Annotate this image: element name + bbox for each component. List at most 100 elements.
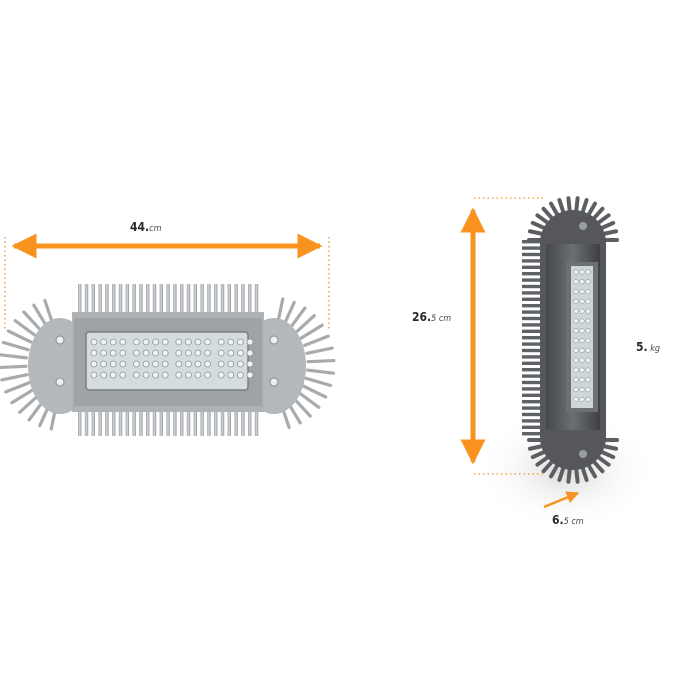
led xyxy=(152,371,160,379)
led xyxy=(227,371,235,379)
led xyxy=(236,338,244,346)
led xyxy=(194,371,202,379)
led xyxy=(585,318,591,324)
fin xyxy=(10,388,35,405)
led xyxy=(573,328,579,334)
led xyxy=(132,349,140,357)
fin xyxy=(91,410,95,436)
fin xyxy=(166,410,170,436)
fin xyxy=(146,284,150,314)
fin xyxy=(241,410,245,436)
led xyxy=(573,318,579,324)
fin xyxy=(0,364,28,370)
fin xyxy=(301,384,328,399)
led xyxy=(100,338,107,346)
led xyxy=(579,367,585,373)
fin xyxy=(105,284,109,314)
led xyxy=(579,298,585,304)
fin xyxy=(254,410,259,436)
fin xyxy=(522,355,546,359)
led xyxy=(573,396,579,402)
fin xyxy=(522,368,546,372)
fin xyxy=(13,319,37,337)
led xyxy=(585,387,591,393)
fin xyxy=(522,425,546,429)
fin xyxy=(276,297,285,323)
led xyxy=(573,377,579,383)
led xyxy=(204,338,212,346)
led xyxy=(109,371,117,379)
side-view-fixture xyxy=(460,196,656,530)
fin xyxy=(200,284,204,314)
fin xyxy=(522,284,546,289)
led xyxy=(184,349,192,357)
led xyxy=(100,360,107,368)
fin xyxy=(207,410,211,436)
fin xyxy=(522,400,546,404)
fin xyxy=(84,284,89,314)
fin xyxy=(303,334,330,348)
led xyxy=(573,367,579,373)
led xyxy=(246,371,254,379)
fin xyxy=(98,410,102,436)
fin xyxy=(180,410,184,436)
fin xyxy=(4,380,31,394)
fin xyxy=(186,410,191,436)
led xyxy=(585,298,591,304)
led xyxy=(585,367,591,373)
fin xyxy=(522,374,546,378)
led xyxy=(579,338,585,344)
fin xyxy=(78,284,82,314)
led xyxy=(119,349,127,357)
fin xyxy=(132,410,136,436)
fin xyxy=(522,412,546,417)
led xyxy=(132,360,140,368)
led xyxy=(217,371,225,379)
fin xyxy=(98,284,102,314)
led xyxy=(585,308,591,314)
fin xyxy=(173,284,177,314)
led xyxy=(90,371,98,379)
led xyxy=(573,357,579,363)
led xyxy=(579,328,585,334)
front-view-fixture xyxy=(0,233,336,436)
led xyxy=(175,349,183,357)
fin xyxy=(522,361,546,365)
led xyxy=(161,360,169,368)
fin xyxy=(180,284,184,314)
led xyxy=(175,371,183,379)
fin xyxy=(159,410,163,436)
fin xyxy=(522,272,546,276)
fin xyxy=(522,304,546,308)
fin xyxy=(220,284,225,314)
led xyxy=(585,357,591,363)
fin xyxy=(220,410,225,436)
led xyxy=(573,298,579,304)
fin xyxy=(522,393,546,397)
side-led-array xyxy=(573,269,591,402)
led xyxy=(204,371,212,379)
led xyxy=(585,328,591,334)
fin xyxy=(299,323,324,340)
fin xyxy=(254,284,259,314)
fin xyxy=(522,342,546,346)
fin xyxy=(306,368,335,375)
fin xyxy=(522,387,546,391)
fin xyxy=(132,284,136,314)
led xyxy=(579,308,585,314)
led xyxy=(585,396,591,402)
led xyxy=(217,338,225,346)
fin xyxy=(146,410,150,436)
fin xyxy=(139,284,143,314)
fin xyxy=(522,419,546,423)
led xyxy=(579,279,585,285)
led xyxy=(175,338,183,346)
led xyxy=(109,349,117,357)
fin xyxy=(207,284,211,314)
led xyxy=(579,289,585,295)
led xyxy=(175,360,183,368)
led xyxy=(204,360,212,368)
heat-sink-fins xyxy=(0,284,336,436)
led xyxy=(184,338,192,346)
led xyxy=(161,349,169,357)
